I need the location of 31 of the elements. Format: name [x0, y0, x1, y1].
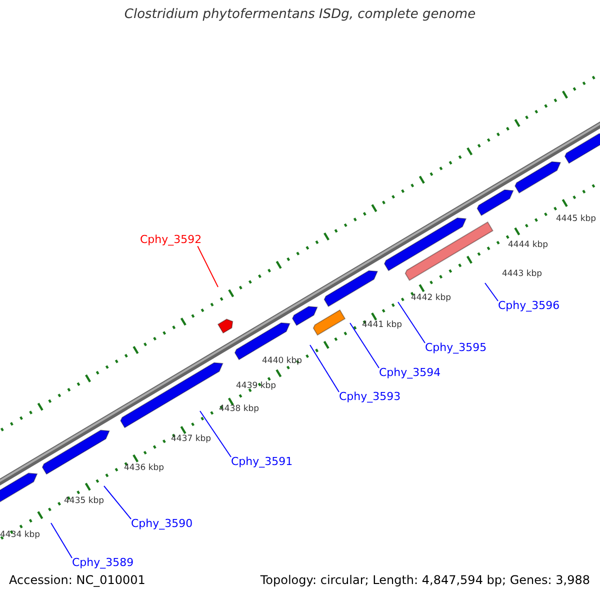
leader-line [104, 486, 132, 520]
scale-label: 4441 kbp [362, 321, 402, 330]
scale-label: 4439 kbp [236, 382, 276, 392]
scale-label: 4440 kbp [262, 357, 302, 366]
gene-label: Cphy_3590 [131, 518, 193, 530]
gene-label: Cphy_3589 [72, 557, 134, 570]
scale-label: 4438 kbp [219, 405, 260, 414]
diagram-title: Clostridium phytofermentans ISDg, complete genome [123, 8, 477, 22]
leader-line [398, 302, 426, 344]
scale-label: 4445 kbp [556, 215, 596, 224]
leader-line [484, 282, 498, 302]
gene-label: Cphy_3595 [425, 342, 487, 354]
leader-line [310, 344, 340, 392]
gene-label: Cphy_3594 [379, 367, 441, 380]
scale-label: 4437 kbp [171, 435, 212, 444]
gene-label: Cphy_3596 [498, 300, 560, 312]
scale-label: 4435 kbp [64, 497, 104, 506]
gene-label: Cphy_3593 [339, 391, 401, 404]
accession-label: Accession: NC_010001 [9, 574, 146, 588]
scale-label: 4443 kbp [502, 270, 542, 280]
leader-line [350, 322, 380, 368]
gene-label: Cphy_3592 [140, 234, 202, 246]
scale-label: 4444 kbp [508, 241, 548, 250]
leader-line [50, 522, 72, 558]
leader-line [197, 246, 218, 288]
scale-label: 4434 kbp [0, 531, 40, 540]
leader-line [200, 410, 232, 458]
gene-label: Cphy_3591 [231, 456, 293, 468]
scale-label: 4442 kbp [411, 294, 452, 304]
genome-info: Topology: circular; Length: 4,847,594 bp; Genes: 3,988 [260, 574, 590, 588]
scale-label: 4436 kbp [124, 464, 164, 474]
